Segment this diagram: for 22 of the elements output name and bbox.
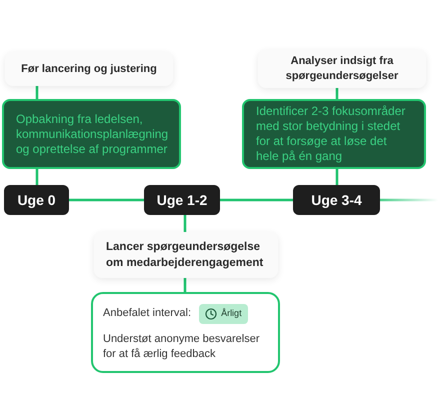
- connector-line: [36, 169, 38, 185]
- week-pill: Uge 3-4: [293, 185, 380, 215]
- task-box: Identificer 2-3 fokusområder med stor betydning i stedet for at forsøge at løse det hele på én gang: [242, 99, 426, 169]
- connector-line: [336, 88, 338, 99]
- description-text: Understøt anonyme besvarelser for at få ærlig feedback: [103, 332, 261, 362]
- connector-line: [336, 169, 338, 185]
- interval-label: Anbefalet interval:: [103, 306, 192, 321]
- frequency-text: Årligt: [221, 308, 242, 319]
- connector-line: [184, 278, 186, 292]
- connector-line: [220, 198, 293, 202]
- connector-line: [69, 198, 144, 202]
- frequency-tag: [199, 304, 248, 324]
- connector-line: [36, 86, 38, 99]
- week-pill: Uge 1-2: [144, 185, 220, 215]
- detail-box: [91, 292, 280, 373]
- connector-line: [184, 215, 186, 232]
- milestone-card: Lancer spørgeundersøgelse om medarbejderengagement: [94, 232, 278, 278]
- fading-line: [380, 198, 438, 202]
- week-pill: Uge 0: [4, 185, 69, 215]
- task-box: Opbakning fra ledelsen, kommunikationsplanlægning og oprettelse af programmer: [2, 99, 181, 169]
- milestone-card: Analyser indsigt fra spørgeundersøgelser: [258, 50, 426, 88]
- milestone-card: Før lancering og justering: [5, 52, 173, 86]
